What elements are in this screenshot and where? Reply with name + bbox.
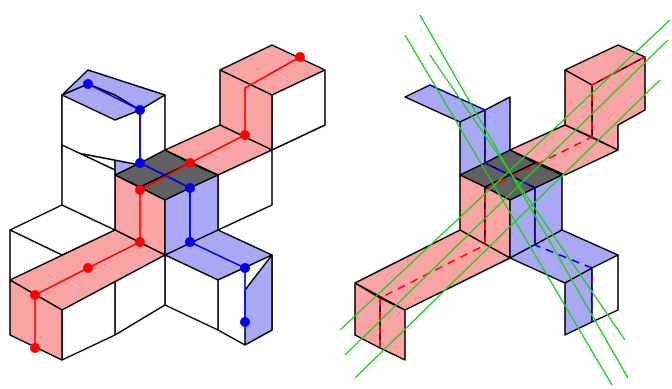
right-strip-assembly (355, 45, 645, 360)
left-cube-assembly (10, 45, 325, 360)
